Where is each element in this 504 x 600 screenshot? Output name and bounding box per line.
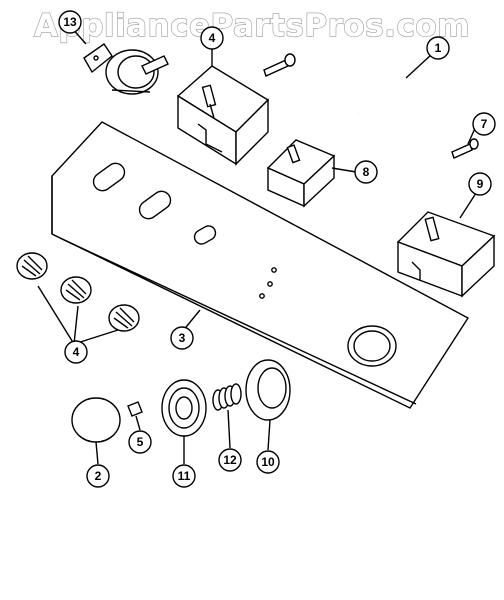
svg-text:11: 11: [178, 469, 191, 483]
part-bezel: [245, 359, 291, 421]
callout-2: 2: [86, 464, 110, 488]
callouts: 13 4 1 7 8 9 3 4: [37, 10, 496, 488]
svg-text:2: 2: [95, 469, 102, 483]
part-small-clip: [127, 401, 143, 417]
svg-text:13: 13: [63, 15, 77, 29]
callout-11: 11: [172, 464, 196, 488]
callout-12: 12: [218, 448, 242, 472]
callout-13: 13: [58, 10, 82, 34]
svg-text:3: 3: [179, 331, 186, 345]
svg-text:10: 10: [261, 455, 275, 469]
callout-1: 1: [426, 36, 450, 60]
svg-text:8: 8: [363, 165, 370, 179]
callout-5: 5: [128, 430, 152, 454]
watermark-text: AppliancePartsPros.com: [33, 7, 470, 44]
part-hose: [356, 61, 417, 115]
callout-8: 8: [354, 160, 378, 184]
svg-text:1: 1: [435, 41, 442, 55]
part-small-switch: [266, 139, 336, 208]
part-spring: [212, 383, 242, 411]
callout-9: 9: [468, 172, 492, 196]
part-screw-right: [451, 138, 479, 159]
svg-text:5: 5: [137, 435, 144, 449]
part-console-panel: [51, 121, 469, 409]
part-timer-switch: [83, 43, 169, 95]
callout-4-knobs: 4: [64, 340, 88, 364]
part-control-box-top: [176, 65, 270, 166]
part-round-lens: [71, 397, 121, 443]
part-knobs: [16, 252, 140, 332]
callout-10: 10: [256, 450, 280, 474]
svg-text:4: 4: [73, 345, 80, 359]
svg-text:4: 4: [209, 31, 216, 45]
svg-text:9: 9: [477, 177, 484, 191]
svg-text:12: 12: [223, 453, 237, 467]
part-screw-top: [263, 53, 296, 77]
callout-3: 3: [170, 326, 194, 350]
callout-4-top: 4: [200, 26, 224, 50]
part-ring: [161, 379, 207, 437]
svg-text:7: 7: [481, 117, 488, 131]
part-control-box-right: [396, 211, 496, 298]
callout-7: 7: [472, 112, 496, 136]
